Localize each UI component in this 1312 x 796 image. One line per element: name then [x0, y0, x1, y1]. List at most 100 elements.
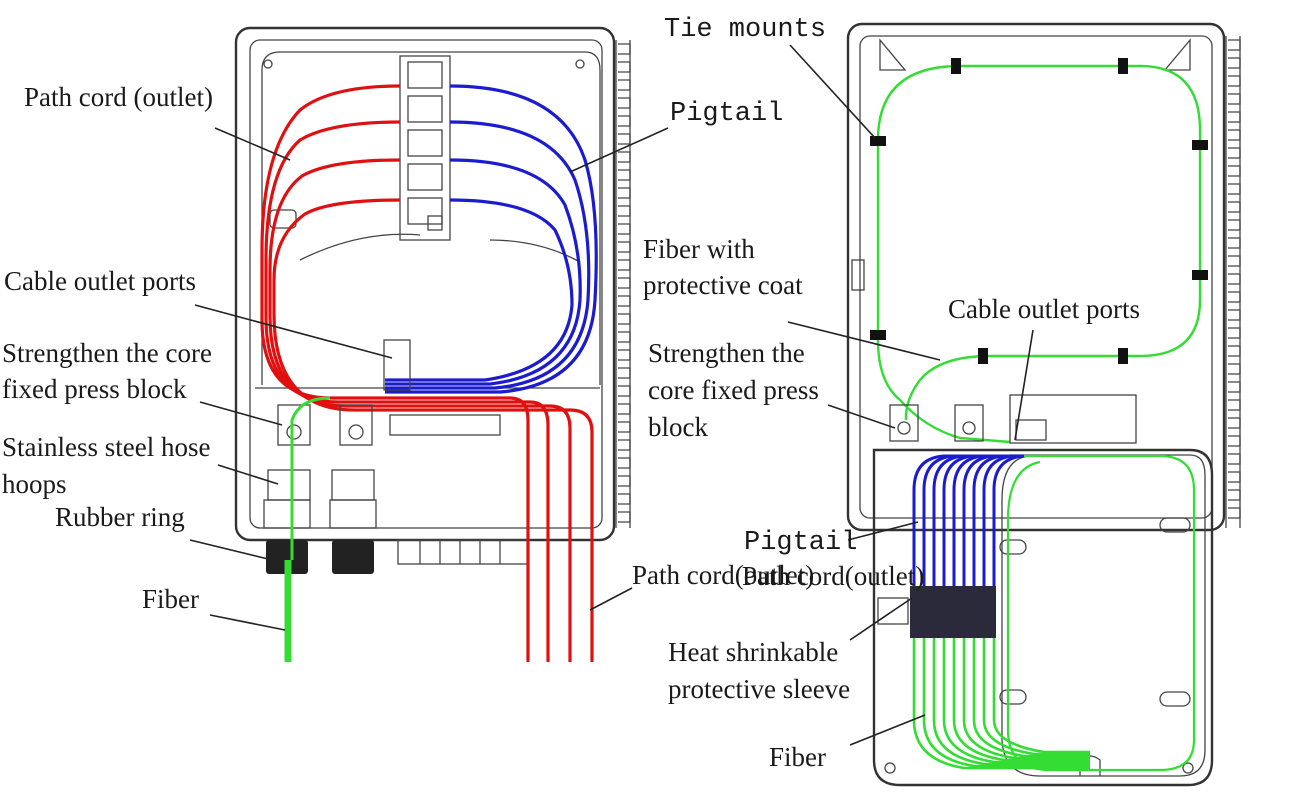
fiber-strand [922, 636, 1090, 768]
label-sleeve-1: Heat shrinkable [668, 637, 838, 667]
rib [1228, 363, 1241, 375]
rib [618, 241, 631, 253]
rib [618, 133, 631, 145]
right-fiber-loop [876, 64, 1202, 444]
label-cable-outlet-ports-right: Cable outlet ports [948, 294, 1140, 324]
rib [1228, 291, 1241, 303]
rib [1228, 219, 1241, 231]
heat-shrink-sleeve [910, 586, 996, 638]
fiber-strand [982, 636, 1090, 756]
rib [1228, 507, 1241, 519]
label-rubber-ring: Rubber ring [55, 502, 185, 532]
tie-mounts [870, 58, 1208, 364]
rib [618, 421, 631, 433]
rib [618, 295, 631, 307]
label-fiber-coat-1: Fiber with [643, 234, 755, 264]
rib [1228, 435, 1241, 447]
label-sleeve-2: protective sleeve [668, 674, 850, 704]
rib [618, 367, 631, 379]
rib [618, 259, 631, 271]
rib [1228, 255, 1241, 267]
rib [1228, 147, 1241, 159]
rib [618, 277, 631, 289]
rib [618, 97, 631, 109]
label-tie-mounts: Tie mounts [664, 15, 826, 45]
rib [1228, 381, 1241, 393]
left-labels: Path cord (outlet) Pigtail Cable outlet … [2, 82, 814, 614]
fiber-strand [972, 636, 1090, 758]
left-rib-edge [615, 40, 631, 528]
pigtail-strand [912, 454, 1024, 588]
left-outlet-port-block [383, 339, 411, 391]
pigtail-strand [952, 454, 1024, 588]
pigtail-strand [942, 454, 1024, 588]
rib [618, 61, 631, 73]
fiber-strand [962, 636, 1090, 760]
label-hose-2: hoops [2, 469, 67, 499]
right-fibers [912, 636, 1090, 770]
label-pigtail-left: Pigtail [670, 99, 783, 129]
fiber-strand [992, 636, 1090, 754]
rib [618, 457, 631, 469]
fiber-strand [912, 636, 1090, 770]
rib [1228, 237, 1241, 249]
rib [618, 115, 631, 127]
rib [618, 205, 631, 217]
rib [1228, 93, 1241, 105]
label-cable-outlet-ports-left: Cable outlet ports [4, 266, 196, 296]
pigtail-strand [982, 454, 1024, 588]
label-path-cord-outlet: Path cord(outlet) [632, 560, 814, 590]
label-path-cord: Path cord (outlet) [24, 82, 213, 112]
rib [1228, 129, 1241, 141]
rib [1228, 273, 1241, 285]
pigtail-strand [932, 454, 1024, 588]
right-labels: Tie mounts Fiber with protective coat Ca… [643, 15, 1140, 772]
rib [1228, 183, 1241, 195]
rib [618, 439, 631, 451]
left-fiber [284, 396, 331, 662]
rib [1228, 309, 1241, 321]
left-enclosure [234, 26, 631, 565]
rib [1228, 489, 1241, 501]
right-pigtails [912, 454, 1025, 588]
tray-fiber-loop [1006, 454, 1196, 772]
leader-lines [189, 44, 1034, 746]
rib [1228, 39, 1241, 51]
label-hose-1: Stainless steel hose [2, 432, 210, 462]
rib [1228, 471, 1241, 483]
rib [1228, 57, 1241, 69]
rib [1228, 417, 1241, 429]
label-pigtail-right: Pigtail [744, 528, 857, 558]
label-strengthen-right-2: core fixed press [648, 375, 819, 405]
rib [618, 187, 631, 199]
right-enclosure [846, 22, 1241, 532]
pigtail-strand [922, 454, 1024, 588]
rib [1228, 111, 1241, 123]
rib [618, 403, 631, 415]
left-pigtails [385, 84, 598, 394]
right-glands [889, 404, 984, 442]
rib [618, 43, 631, 55]
adapter-block [399, 55, 451, 241]
rib [618, 223, 631, 235]
rib [618, 313, 631, 325]
rib [1228, 453, 1241, 465]
rib [618, 169, 631, 181]
rib [1228, 165, 1241, 177]
rib [618, 331, 631, 343]
rib [618, 493, 631, 505]
rib [618, 385, 631, 397]
rib [618, 79, 631, 91]
fiber-strand [942, 636, 1090, 764]
rib [1228, 327, 1241, 339]
rib [1228, 399, 1241, 411]
fiber-strand [952, 636, 1090, 762]
splice-tray [872, 394, 1214, 787]
label-strengthen-left-1: Strengthen the core [2, 338, 212, 368]
left-glands [263, 404, 501, 574]
rib [618, 151, 631, 163]
label-fiber-right: Fiber [769, 742, 826, 772]
pigtail-strand [972, 454, 1024, 588]
pigtail-strand [992, 454, 1025, 588]
